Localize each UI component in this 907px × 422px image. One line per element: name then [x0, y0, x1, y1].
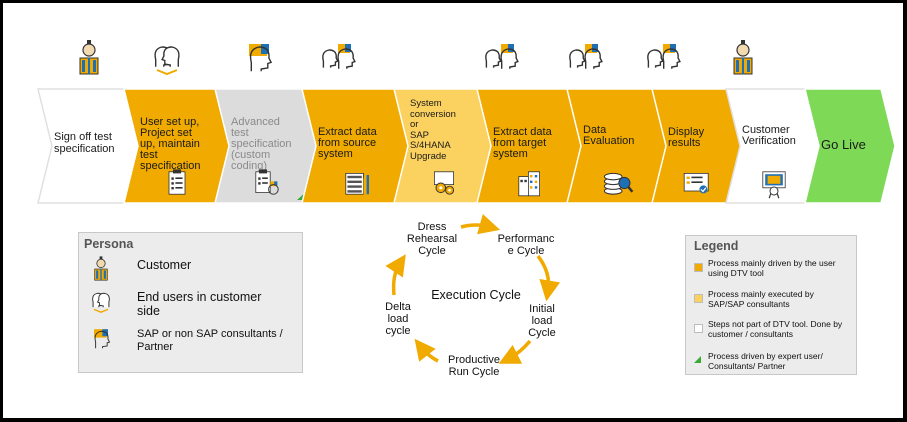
customer-icon [79, 40, 99, 75]
persona-item-label: End users in customer side [137, 290, 262, 318]
end-user-icon [92, 292, 110, 313]
end-user-consultant-icon [485, 44, 519, 69]
customer-icon [733, 40, 753, 75]
cycle-node-initial-load: Initial load Cycle [528, 303, 556, 339]
cycle-arrow-4 [414, 338, 439, 363]
consultant-icon [94, 329, 111, 349]
process-step-label: Go Live [821, 137, 866, 152]
process-step-label: Sign off test specification [54, 131, 115, 155]
execution-cycle: Execution Cycle Dress Rehearsal Cycle Pe… [358, 211, 588, 381]
building-icon [518, 171, 540, 197]
process-step-label: Customer Verification [742, 124, 796, 147]
persona-row-item [239, 38, 279, 78]
cycle-arrow-1 [460, 214, 501, 235]
cycle-node-performance: Performanc e Cycle [497, 233, 555, 257]
process-step-icon [251, 167, 283, 204]
persona-item-label: Customer [137, 258, 192, 272]
cycle-arrow-5 [385, 254, 406, 296]
process-step-label: Advanced test specification (custom codi… [231, 116, 292, 172]
cycle-node-dress-rehearsal: Dress Rehearsal Cycle [406, 221, 458, 257]
server-rack-icon [344, 173, 369, 195]
consultant-icon [249, 44, 273, 72]
process-step-label: Extract data from target system [493, 126, 552, 160]
process-step-label: System conversion or SAP S/4HANA Upgrade [410, 98, 456, 162]
cycle-arrow-3 [498, 339, 532, 364]
process-step-label: Data Evaluation [583, 124, 635, 147]
persona-row-item [643, 38, 683, 78]
persona-row-item [565, 38, 605, 78]
cycle-node-delta-load: Delta load cycle [385, 301, 411, 337]
persona-row-item [318, 38, 358, 78]
legend-marker [694, 324, 703, 333]
cycle-arrows [385, 214, 561, 364]
cycle-center-label: Execution Cycle [431, 288, 521, 302]
end-user-icon [154, 46, 180, 76]
cycle-arrow-2 [536, 254, 561, 302]
customer-icon [94, 256, 108, 281]
end-user-consultant-icon [569, 44, 603, 69]
certificate-icon [762, 171, 786, 199]
legend-item-label: Process mainly driven by the user using … [708, 258, 836, 278]
screen-check-icon [683, 173, 709, 194]
database-search-icon [603, 172, 633, 195]
process-step-chevron [804, 88, 896, 204]
persona-panel-title: Persona [84, 237, 134, 251]
legend-marker [694, 263, 703, 272]
process-step-icon [602, 167, 634, 204]
persona-row-item [723, 38, 763, 78]
legend-panel: Legend Process mainly driven by the user… [685, 235, 857, 375]
process-step-icon [428, 167, 460, 204]
process-step-icon [758, 167, 790, 204]
legend-marker [694, 294, 703, 303]
process-step-label: Display results [668, 126, 705, 149]
process-step-label: User set up, Project set up, maintain te… [140, 116, 201, 172]
persona-row-item [69, 38, 109, 78]
legend-marker [694, 356, 701, 363]
process-step-icon [681, 167, 713, 204]
persona-item-label: SAP or non SAP consultants / Partner [137, 328, 283, 353]
legend-item-label: Steps not part of DTV tool. Done by cust… [708, 319, 843, 339]
cycle-node-productive-run: Productive Run Cycle [448, 354, 500, 378]
gear-computer-icon [433, 171, 454, 195]
legend-item-label: Process mainly executed by SAP/SAP consu… [708, 289, 814, 309]
process-step-icon [514, 167, 546, 204]
clipboard-icon [168, 169, 186, 195]
legend-title: Legend [694, 239, 739, 253]
clipboard-person-icon [255, 169, 279, 195]
diagram-canvas: Sign off test specification User set up, … [3, 3, 903, 418]
persona-row-item [481, 38, 521, 78]
persona-row-item [147, 38, 187, 78]
persona-item-icon [87, 287, 115, 320]
persona-item-icon [87, 325, 115, 358]
end-user-consultant-icon [322, 44, 356, 69]
process-step-icon [341, 167, 373, 204]
process-step-label: Extract data from source system [318, 126, 377, 160]
persona-item-icon [87, 255, 115, 288]
process-step-icon [161, 167, 193, 204]
legend-item-label: Process driven by expert user/ Consultan… [708, 351, 823, 371]
process-chevrons [37, 88, 896, 204]
end-user-consultant-icon [647, 44, 681, 69]
